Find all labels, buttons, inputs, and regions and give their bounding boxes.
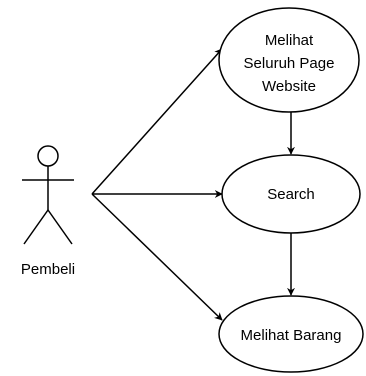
actor-name: Pembeli xyxy=(21,261,75,278)
use-case-view-page-line-2: Seluruh Page xyxy=(244,55,335,72)
association-view-item xyxy=(91,193,223,321)
use-case-search-label: Search xyxy=(267,186,315,203)
use-case-view-item xyxy=(218,295,364,373)
actor-head xyxy=(37,145,59,167)
association-view-page xyxy=(91,48,223,195)
use-case-view-page-line-1: Melihat xyxy=(265,32,314,49)
actor-right-leg xyxy=(47,209,73,245)
use-case-view-page xyxy=(218,7,360,113)
actor-left-leg xyxy=(23,209,49,245)
use-case-view-item-label: Melihat Barang xyxy=(241,327,342,344)
use-case-view-page-line-3: Website xyxy=(262,78,316,95)
actor-figure xyxy=(22,145,74,245)
